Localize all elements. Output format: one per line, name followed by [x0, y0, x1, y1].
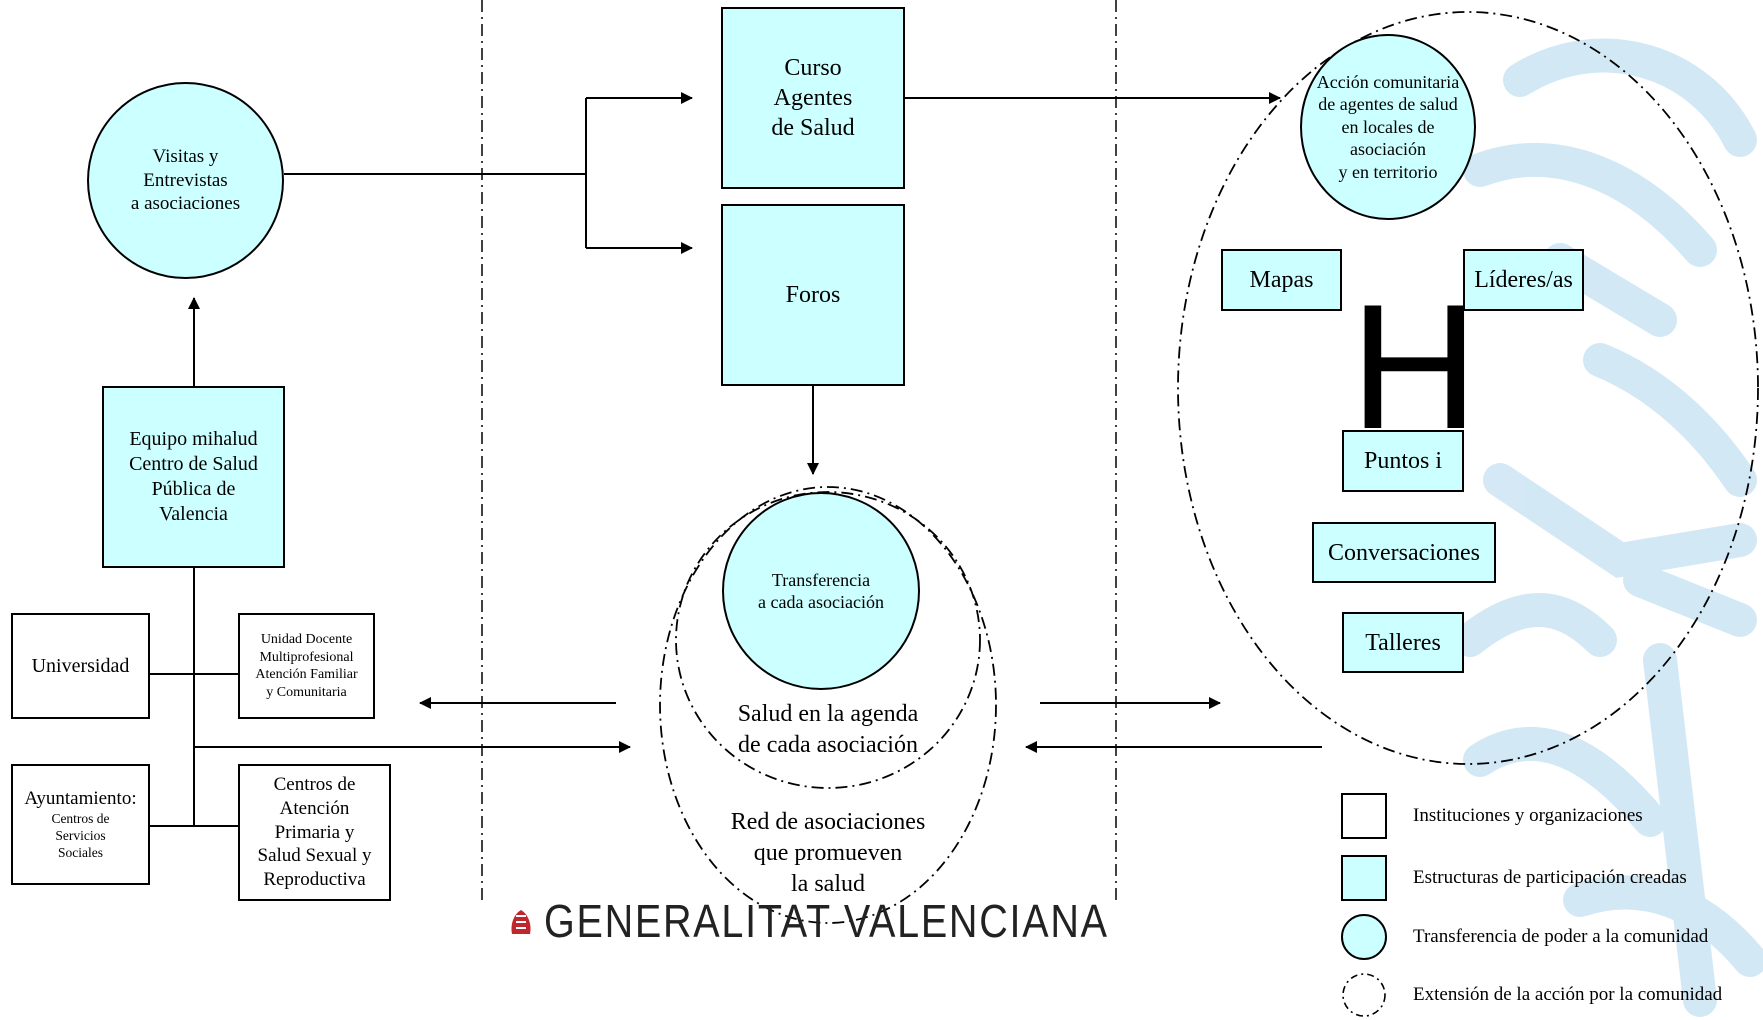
salud-agenda-label: Salud en la agenda de cada asociación [737, 701, 919, 759]
visitas-label: Visitas y Entrevistas a asociaciones [130, 145, 241, 215]
conversaciones-box: Conversaciones [1312, 522, 1496, 583]
talleres-label: Talleres [1365, 629, 1441, 656]
legend-item-instituciones: Instituciones y organizaciones [1341, 793, 1643, 839]
legend-dashdot-circle-icon [1342, 973, 1386, 1017]
ellipse-accion-comunitaria [1177, 11, 1759, 765]
logo-text: GENERALITAT VALENCIANA [544, 895, 1109, 947]
connectors [150, 92, 1322, 827]
curso-label: Curso Agentes de Salud [771, 55, 855, 141]
legend-label-estructuras: Estructuras de participación creadas [1413, 867, 1687, 888]
foros-label: Foros [785, 282, 841, 308]
puntos-label: Puntos i [1363, 448, 1443, 474]
mapas-box: Mapas [1221, 249, 1342, 311]
puntos-box: Puntos i [1342, 430, 1464, 492]
ellipse-red-asociaciones [659, 486, 997, 924]
transferencia-circle: Transferencia a cada asociación [722, 492, 920, 690]
accion-label: Acción comunitaria de agentes de salud e… [1316, 71, 1460, 182]
legend-cyan-circle-icon [1341, 914, 1387, 960]
equipo-box: Equipo mihalud Centro de Salud Pública d… [102, 386, 285, 568]
legend-cyan-square-icon [1341, 855, 1387, 901]
visitas-circle: Visitas y Entrevistas a asociaciones [87, 82, 284, 279]
conversaciones-label: Conversaciones [1328, 539, 1480, 566]
accion-circle: Acción comunitaria de agentes de salud e… [1300, 34, 1476, 220]
h-letter: H [1350, 267, 1479, 466]
ayuntamiento-title: Ayuntamiento: [24, 788, 137, 810]
legend-item-transferencia: Transferencia de poder a la comunidad [1341, 914, 1708, 960]
curso-box: Curso Agentes de Salud [721, 7, 905, 189]
lideres-box: Líderes/as [1463, 249, 1584, 311]
lideres-label: Líderes/as [1474, 267, 1573, 293]
mapas-label: Mapas [1249, 267, 1314, 293]
legend-label-instituciones: Instituciones y organizaciones [1413, 805, 1643, 826]
legend-item-estructuras: Estructuras de participación creadas [1341, 855, 1687, 901]
talleres-box: Talleres [1342, 612, 1464, 673]
equipo-label: Equipo mihalud Centro de Salud Pública d… [129, 428, 258, 525]
logo-emblem-icon [511, 910, 531, 934]
generalitat-logo: GENERALITAT VALENCIANA [508, 894, 1201, 948]
ayuntamiento-box: Ayuntamiento: Centros de Servicios Socia… [11, 764, 150, 885]
foros-box: Foros [721, 204, 905, 386]
centros-atencion-box: Centros de Atención Primaria y Salud Sex… [238, 764, 391, 901]
unidad-docente-box: Unidad Docente Multiprofesional Atención… [238, 613, 375, 719]
transferencia-label: Transferencia a cada asociación [758, 569, 884, 613]
universidad-box: Universidad [11, 613, 150, 719]
legend-label-extension: Extensión de la acción por la comunidad [1413, 984, 1723, 1005]
legend-white-square-icon [1341, 793, 1387, 839]
legend-item-extension: Extensión de la acción por la comunidad [1341, 972, 1722, 1018]
red-asociaciones-label: Red de asociaciones que promueven la sal… [730, 809, 926, 898]
unidad-docente-label: Unidad Docente Multiprofesional Atención… [255, 632, 358, 700]
legend-label-transferencia: Transferencia de poder a la comunidad [1413, 926, 1709, 947]
universidad-label: Universidad [31, 654, 130, 677]
centros-atencion-label: Centros de Atención Primaria y Salud Sex… [257, 774, 372, 891]
ayuntamiento-sub: Centros de Servicios Sociales [51, 811, 110, 860]
